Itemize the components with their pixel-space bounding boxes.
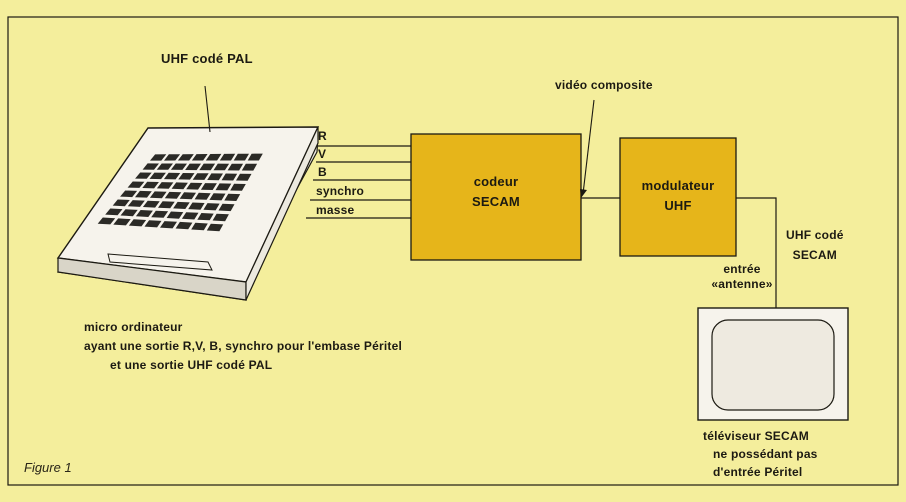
computer-caption-line1: micro ordinateur — [84, 318, 402, 337]
computer-caption-line2: ayant une sortie R,V, B, synchro pour l'… — [84, 337, 402, 356]
modulator-label-line1: modulateur — [620, 176, 736, 196]
antenna-input-line2: «antenne» — [704, 277, 780, 292]
signal-label-b: B — [318, 164, 327, 180]
modulator-label: modulateur UHF — [620, 176, 736, 216]
tv-caption: téléviseur SECAM ne possédant pas d'entr… — [703, 427, 818, 481]
signal-label-r: R — [318, 128, 327, 144]
pal-leader-line — [205, 86, 210, 132]
computer-caption-line3: et une sortie UHF codé PAL — [84, 356, 402, 375]
signal-label-masse: masse — [316, 202, 354, 218]
uhf-secam-label: UHF codé SECAM — [786, 225, 844, 265]
encoder-label-line1: codeur — [411, 172, 581, 192]
antenna-input-line1: entrée — [704, 262, 780, 277]
computer-caption: micro ordinateur ayant une sortie R,V, B… — [84, 318, 402, 375]
encoder-label: codeur SECAM — [411, 172, 581, 212]
composite-leader-line — [583, 100, 594, 194]
figure-label: Figure 1 — [24, 460, 72, 475]
pal-uhf-label: UHF codé PAL — [161, 51, 253, 67]
tv-caption-line1: téléviseur SECAM — [703, 427, 818, 445]
uhf-secam-line2: SECAM — [786, 245, 844, 265]
signal-label-v: V — [318, 146, 326, 162]
signal-label-synchro: synchro — [316, 183, 364, 199]
tv-caption-line2: ne possédant pas — [703, 445, 818, 463]
encoder-label-line2: SECAM — [411, 192, 581, 212]
composite-arrowhead — [580, 189, 587, 198]
uhf-secam-line1: UHF codé — [786, 225, 844, 245]
television — [698, 308, 848, 420]
composite-video-label: vidéo composite — [555, 77, 653, 93]
micro-computer — [58, 127, 318, 300]
tv-caption-line3: d'entrée Péritel — [703, 463, 818, 481]
antenna-input-label: entrée «antenne» — [704, 262, 780, 292]
modulator-label-line2: UHF — [620, 196, 736, 216]
